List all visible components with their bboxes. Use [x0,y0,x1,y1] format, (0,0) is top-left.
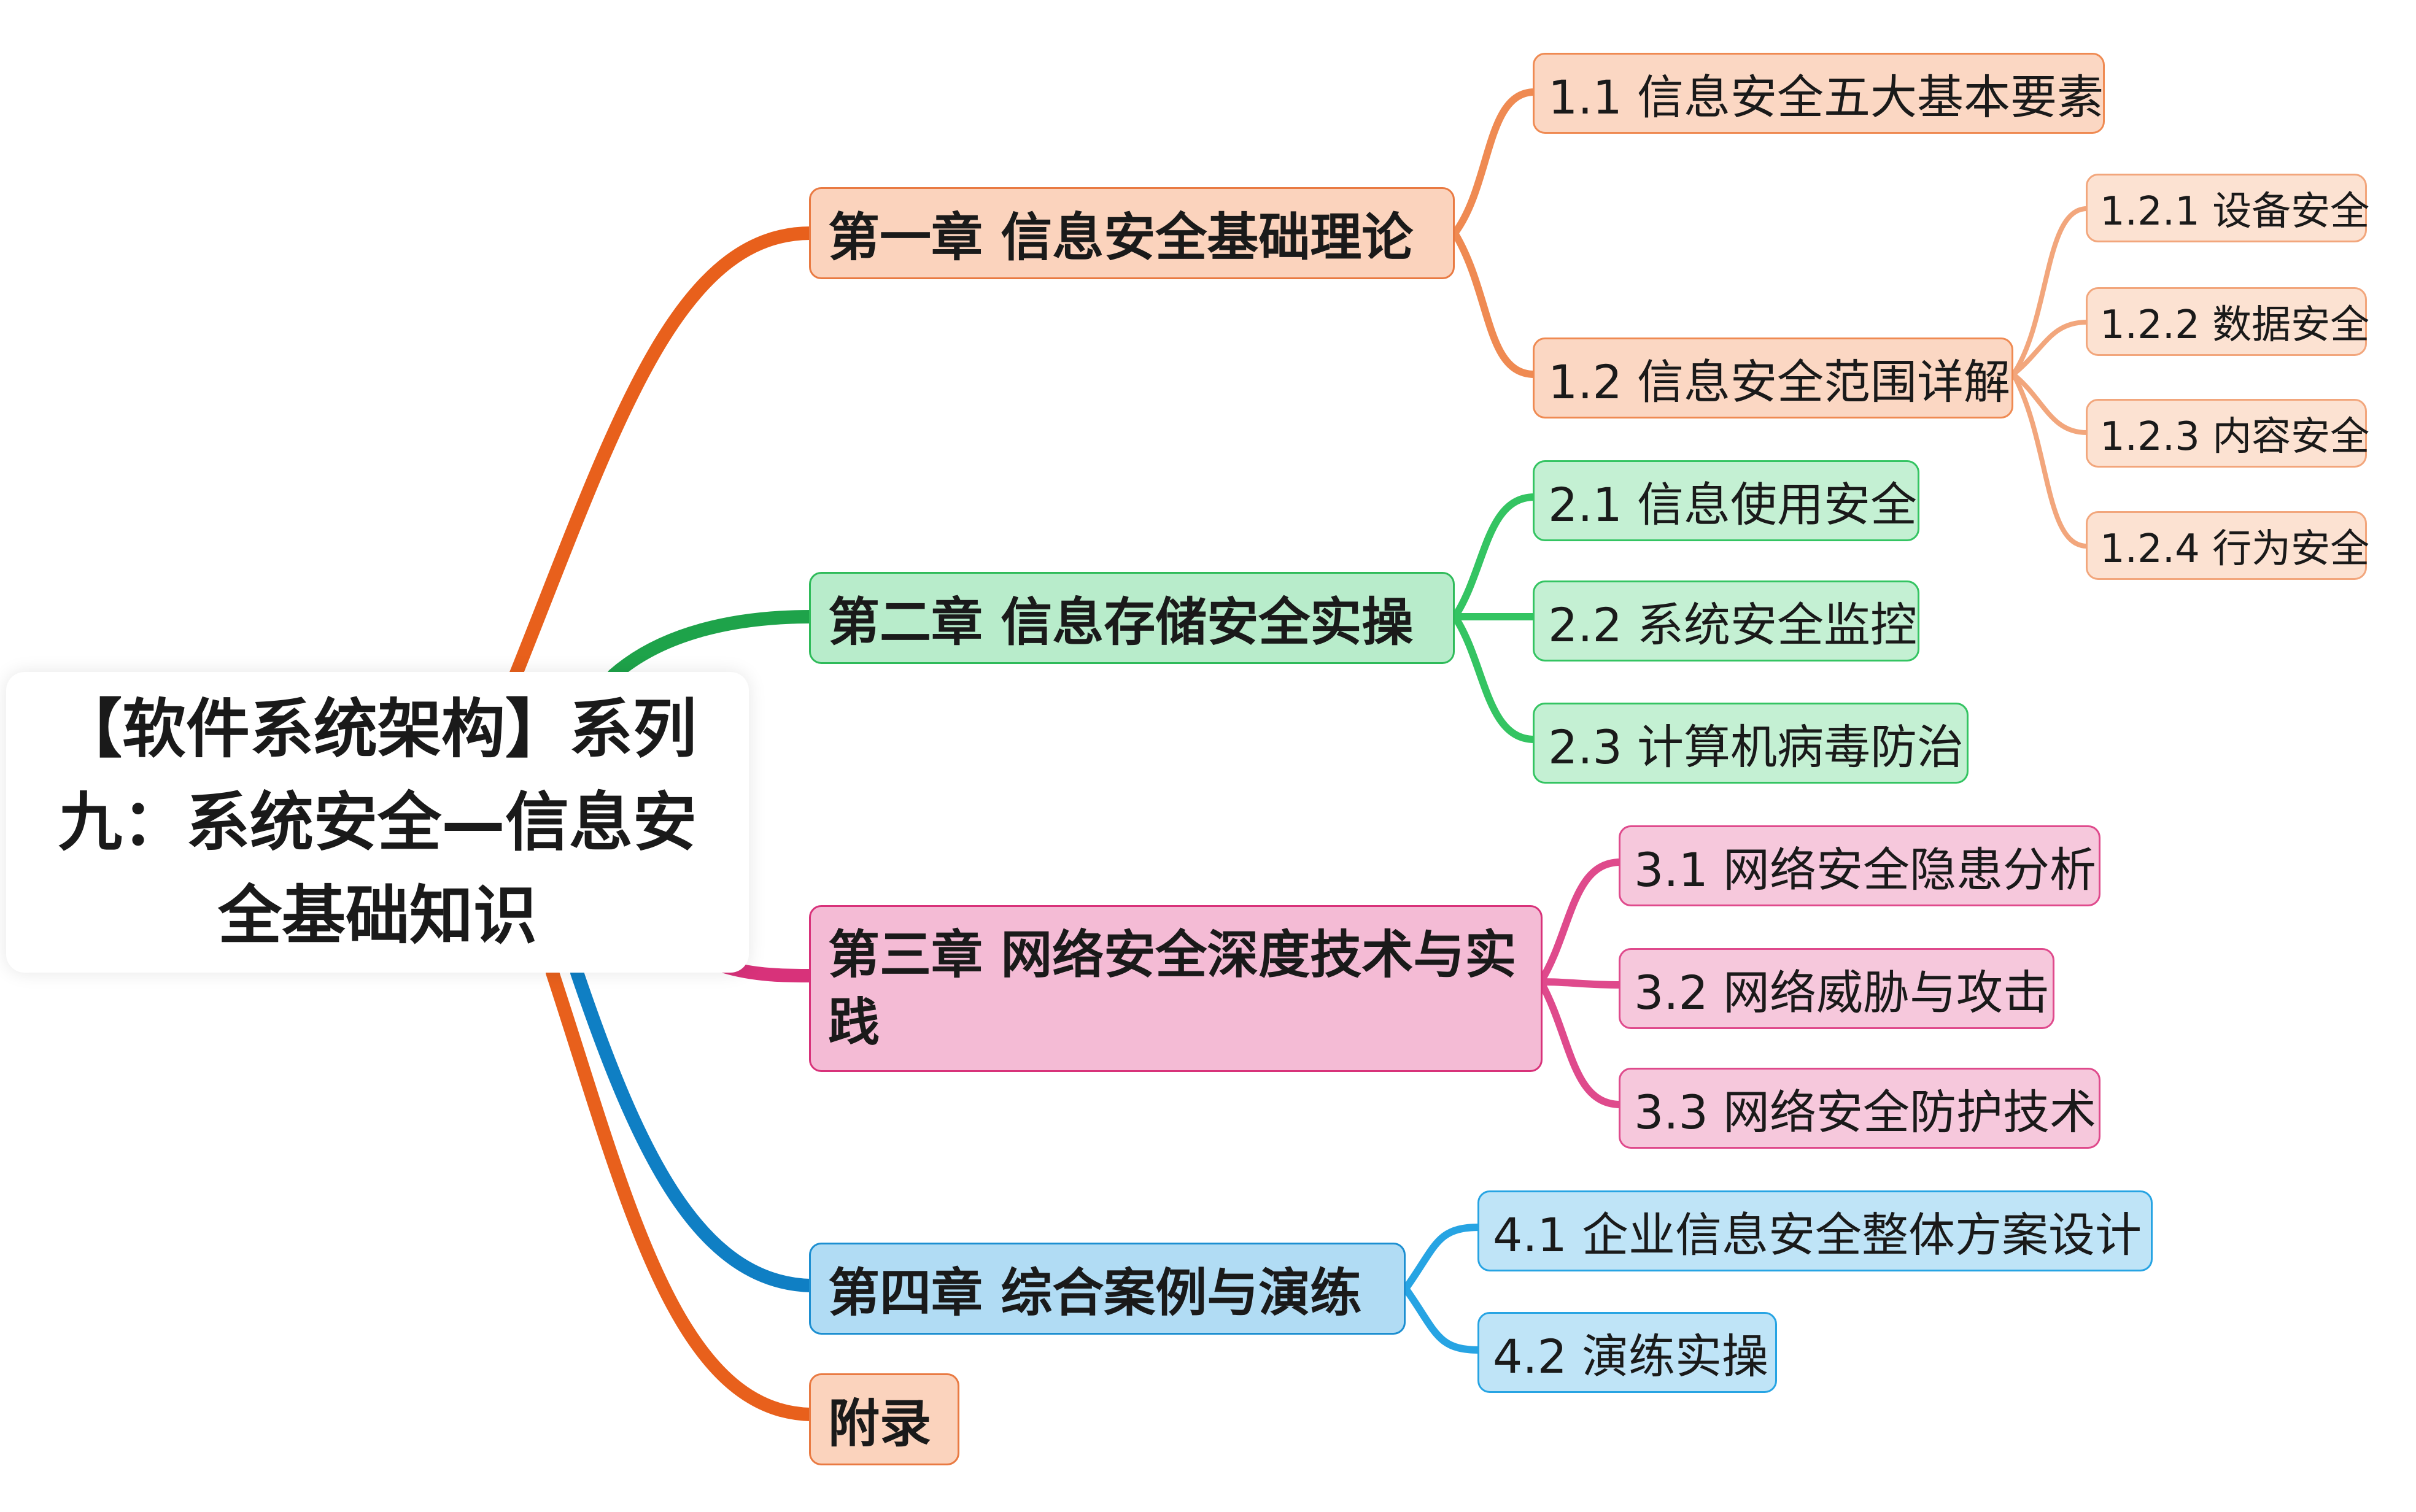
topic-chapter-1[interactable]: 第一章 信息安全基础理论 [809,187,1455,279]
topic-3-3-label: 3.3 网络安全防护技术 [1634,1085,2097,1140]
leaf-line-1-2-4 [2011,372,2089,549]
topic-appendix[interactable]: 附录 [809,1373,959,1465]
root-topic-label: 【软件系统架构】系列九：系统安全—信息安全基础知识 [58,692,697,953]
topic-chapter-2-label: 第二章 信息存储安全实操 [828,592,1414,652]
topic-3-2[interactable]: 3.2 网络威胁与攻击 [1619,948,2054,1029]
topic-appendix-label: 附录 [828,1393,932,1454]
topic-2-2[interactable]: 2.2 系统安全监控 [1533,580,1919,662]
topic-1-2-2-label: 1.2.2 数据安全 [2100,303,2370,348]
topic-1-1[interactable]: 1.1 信息安全五大基本要素 [1533,53,2105,134]
root-topic[interactable]: 【软件系统架构】系列九：系统安全—信息安全基础知识 [6,672,749,973]
topic-chapter-4-label: 第四章 综合案例与演练 [828,1262,1362,1323]
topic-3-3[interactable]: 3.3 网络安全防护技术 [1619,1068,2100,1149]
leaf-line-1-2-1 [2011,206,2089,377]
sub-line-3-2 [1537,978,1624,989]
topic-1-2-4[interactable]: 1.2.4 行为安全 [2086,511,2370,580]
topic-chapter-1-label: 第一章 信息安全基础理论 [828,207,1414,268]
topic-2-1-label: 2.1 信息使用安全 [1548,477,1918,532]
topic-1-2-2[interactable]: 1.2.2 数据安全 [2086,287,2370,356]
topic-1-2-1[interactable]: 1.2.1 设备安全 [2086,174,2370,242]
topic-4-2-label: 4.2 演练实操 [1493,1329,1769,1384]
topic-1-2-1-label: 1.2.1 设备安全 [2100,189,2370,234]
topic-1-1-label: 1.1 信息安全五大基本要素 [1548,70,2104,125]
sub-line-2-1 [1451,493,1538,620]
topic-4-1[interactable]: 4.1 企业信息安全整体方案设计 [1477,1190,2153,1271]
topic-1-2-3[interactable]: 1.2.3 内容安全 [2086,399,2370,468]
leaf-line-1-2-2 [2011,320,2089,377]
sub-line-3-3 [1537,978,1624,1108]
topic-3-2-label: 3.2 网络威胁与攻击 [1634,965,2050,1020]
topic-4-1-label: 4.1 企业信息安全整体方案设计 [1493,1208,2142,1262]
branch-line-chapter-1 [509,226,817,682]
topic-2-3[interactable]: 2.3 计算机病毒防治 [1533,703,1969,784]
topic-1-2-label: 1.2 信息安全范围详解 [1548,355,2011,409]
branch-line-chapter-4 [570,966,817,1292]
leaf-line-1-2-3 [2011,372,2089,435]
topic-2-2-label: 2.2 系统安全监控 [1548,598,1918,652]
topic-chapter-3[interactable]: 第三章 网络安全深度技术与实践 [809,905,1543,1072]
topic-chapter-2[interactable]: 第二章 信息存储安全实操 [809,572,1455,664]
topic-1-2-3-label: 1.2.3 内容安全 [2100,414,2370,460]
topic-2-1[interactable]: 2.1 信息使用安全 [1533,460,1919,541]
sub-line-4-2 [1402,1285,1483,1354]
topic-1-2[interactable]: 1.2 信息安全范围详解 [1533,338,2013,418]
sub-line-4-1 [1402,1224,1483,1292]
topic-2-3-label: 2.3 计算机病毒防治 [1548,720,1964,774]
branch-line-chapter-2 [607,610,817,682]
sub-line-1-1 [1451,88,1538,237]
sub-line-1-2 [1451,230,1538,378]
sub-line-3-1 [1537,858,1624,986]
topic-1-2-4-label: 1.2.4 行为安全 [2100,526,2370,572]
topic-chapter-4[interactable]: 第四章 综合案例与演练 [809,1243,1406,1335]
topic-4-2[interactable]: 4.2 演练实操 [1477,1312,1777,1393]
sub-line-2-3 [1451,613,1538,743]
topic-3-1-label: 3.1 网络安全隐患分析 [1634,843,2097,897]
topic-chapter-3-label: 第三章 网络安全深度技术与实践 [828,925,1517,1052]
topic-3-1[interactable]: 3.1 网络安全隐患分析 [1619,825,2100,906]
branch-line-appendix [546,966,817,1421]
